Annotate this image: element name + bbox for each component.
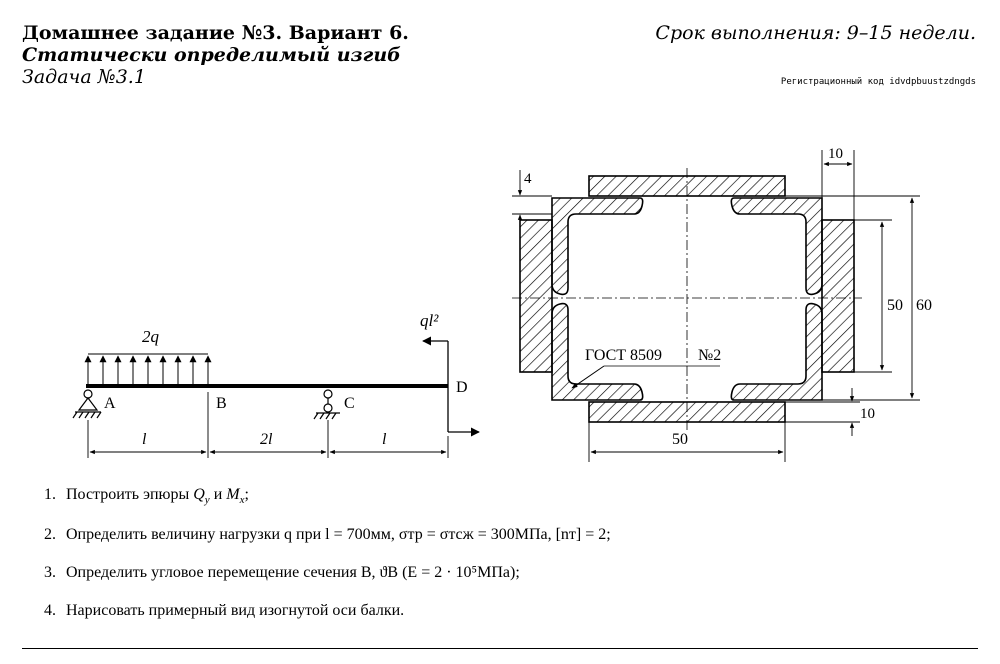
gost-label: ГОСТ 8509 [585,347,662,364]
assignment-subtitle: Статически определимый изгиб [22,44,401,66]
roller-support-c [313,389,340,420]
task-2-number: 2. [44,526,56,543]
task-item-4: 4. Нарисовать примерный вид изогнутой оси… [44,602,404,620]
dim-width: 50 [672,431,688,448]
right-plate [821,219,855,373]
span-2-label: 2l [260,431,273,448]
distributed-load [84,353,212,384]
task-1-pre: Построить эпюры [66,486,194,503]
point-a-label: A [104,395,116,412]
left-plate [519,219,553,373]
section-dimensions [512,150,920,462]
task-number: Задача №3.1 [22,66,146,88]
dim-top-gap: 4 [524,171,532,187]
task-1-sub-y: y [204,494,210,507]
task-2-text: Определить величину нагрузки q при l = 7… [66,526,611,543]
task-3-number: 3. [44,564,56,581]
task-1-and: и [209,486,227,503]
task-4-number: 4. [44,602,56,619]
dim-bottom-gap: 10 [860,406,875,422]
dim-inner-height: 50 [887,297,903,314]
span-dimensions [87,392,449,458]
beam-diagram: 2q A B C D [72,311,480,458]
task-item-2: 2. Определить величину нагрузки q при l =… [44,526,611,544]
assignment-title: Домашнее задание №3. Вариант 6. [22,22,409,44]
gost-leader [571,365,605,389]
task-1-post: ; [244,486,249,503]
profile-number: №2 [698,347,721,364]
task-1-q: Q [193,486,205,503]
task-1-number: 1. [44,486,56,503]
registration-code: Регистрационный код idvdpbuustzdngds [780,77,976,87]
cross-section: ГОСТ 8509 №2 [512,146,932,462]
point-c-label: C [344,395,355,412]
load-label: 2q [142,327,160,346]
dim-outer-height: 60 [916,297,932,314]
bottom-rule [22,648,978,649]
task-4-text: Нарисовать примерный вид изогнутой оси б… [66,602,405,619]
deadline-text: Срок выполнения: 9–15 недели. [655,22,976,44]
task-1-m: M [226,486,240,503]
center-lines [512,168,862,430]
task-3-text: Определить угловое перемещение сечения B… [66,564,520,581]
pin-support-a [72,389,102,419]
dim-flange-thickness: 10 [828,146,843,162]
span-3-label: l [382,431,387,448]
span-1-label: l [142,431,147,448]
moment-label: ql² [420,311,439,330]
task-1-sub-x: x [239,494,245,507]
angle-profiles [551,197,823,401]
point-b-label: B [216,395,227,412]
moment-load [422,336,480,437]
task-item-1: 1. Построить эпюры Qy и Mx; [44,486,249,506]
task-item-3: 3. Определить угловое перемещение сечения… [44,564,520,582]
point-d-label: D [456,379,468,396]
